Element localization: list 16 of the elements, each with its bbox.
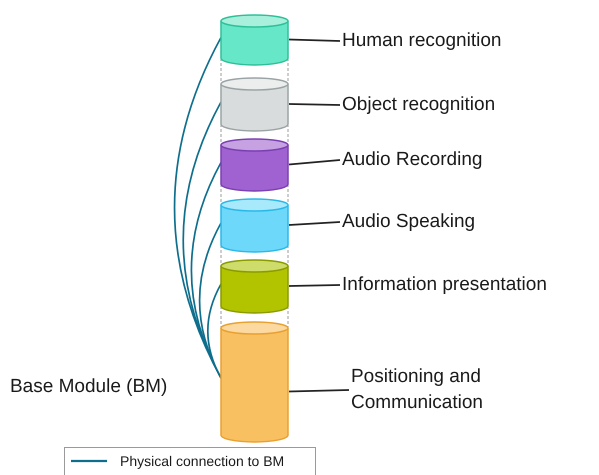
legend-text: Physical connection to BM	[120, 452, 284, 471]
leader-line	[288, 221, 340, 226]
module-label: Positioning and Communication	[351, 365, 484, 415]
module-label: Audio Speaking	[342, 210, 476, 234]
dashed-guide-line	[220, 306, 222, 328]
leader-line	[288, 38, 340, 42]
leader-line	[288, 389, 350, 392]
module-label: Information presentation	[342, 273, 547, 297]
connection-line	[206, 284, 222, 378]
module-label: Human recognition	[342, 29, 502, 53]
leader-line	[288, 284, 340, 287]
leader-line	[288, 159, 340, 166]
module-label: Audio Recording	[342, 148, 482, 172]
module-label: Base Module (BM)	[10, 375, 168, 399]
module-label: Object recognition	[342, 93, 496, 117]
leader-line	[288, 103, 340, 106]
